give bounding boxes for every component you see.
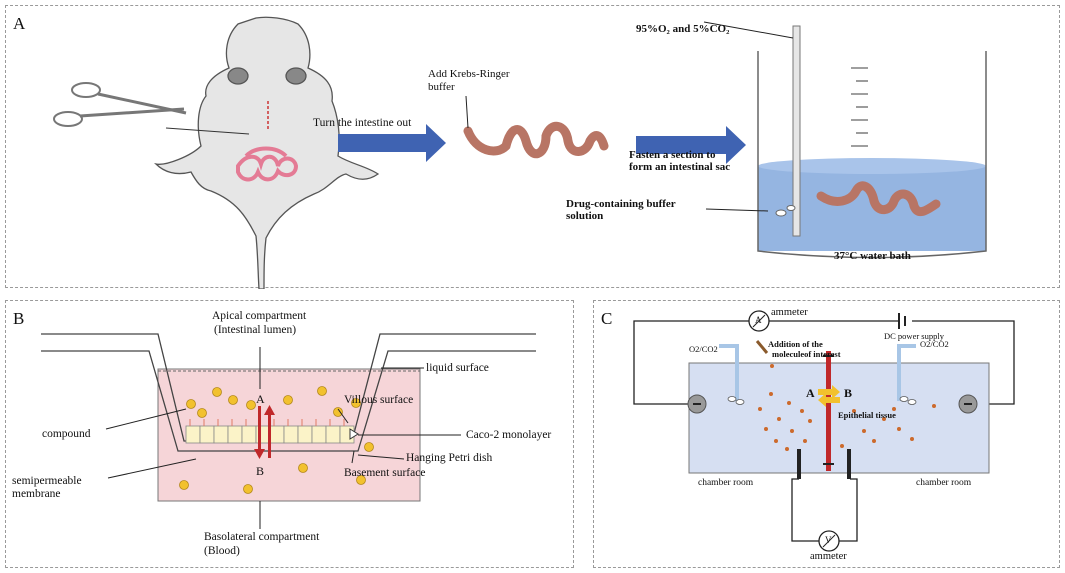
ammeter-bottom-letter: V [825,535,832,545]
add-buffer-label: Add Krebs-Ringer [428,68,510,80]
panel-c: C A ammeter DC power supply O2/CO2 O2/CO… [593,300,1060,568]
add-buffer-label-2: buffer [428,81,455,93]
process-arrow-1 [338,124,446,162]
caco2-label: Caco-2 monolayer [466,429,552,441]
rat-illustration [154,16,380,289]
panel-c-illustration [633,310,1015,552]
panel-b-illustration [41,333,536,529]
villous-label: Villous surface [344,394,414,406]
panel-b: B Apical compartment (Intestinal lumen) … [5,300,574,568]
panel-a: A Turn the intestine out Add Krebs-Ringe… [5,5,1060,289]
chamber-left-label: chamber room [698,478,754,488]
basement-label: Basement surface [344,467,426,479]
drug-buffer-label-2: solution [566,210,604,222]
drug-buffer-label: Drug-containing buffer [566,198,676,210]
intestine-segment-1 [463,122,609,158]
semipermeable-label-2: membrane [12,488,61,500]
caco2-monolayer [185,425,355,444]
dc-supply-label: DC power supply [884,331,944,341]
panel-label: A [13,14,26,33]
side-a-label: A [806,386,815,400]
compartment-b-label: B [256,464,265,478]
turn-intestine-label: Turn the intestine out [313,117,412,129]
basolateral-label: Basolateral compartment [204,531,320,543]
apical-label-2: (Intestinal lumen) [214,324,297,336]
ammeter-bottom-label: ammeter [810,551,847,562]
epithelial-label: Epithelial tissue [838,410,896,420]
hanging-dish-label: Hanging Petri dish [406,452,493,464]
addition-label: Addition of the [768,339,823,349]
panel-a-illustration [53,16,987,289]
particles [758,364,936,451]
compound-label: compound [42,428,91,440]
compound-star-icons [179,386,374,494]
panel-label: C [601,309,613,328]
beaker-icon [757,25,987,259]
compartment-a-label: A [256,392,265,406]
intestine-coil [236,146,299,182]
ammeter-top-letter: A [755,315,762,325]
scissors-icon [53,82,187,127]
fasten-label-2: form an intestinal sac [629,161,731,173]
side-b-label: B [844,386,853,400]
panel-label: B [13,309,25,328]
process-arrow-2 [636,126,746,164]
basolateral-label-2: (Blood) [204,545,240,557]
water-bath-label: 37°C water bath [834,250,911,262]
o2-left-label: O2/CO2 [689,344,718,354]
gas-label: 95%O₂ and 5%CO₂ [636,23,730,35]
apical-label: Apical compartment [212,310,307,322]
fasten-label: Fasten a section to [629,149,716,161]
addition-label-2: moleculeof interest [772,349,841,359]
liquid-surface-label: liquid surface [426,362,489,374]
o2-right-label: O2/CO2 [920,339,949,349]
ammeter-top-label: ammeter [771,307,808,318]
chamber-right-label: chamber room [916,478,972,488]
transport-arrows [254,405,275,459]
semipermeable-label: semipermeable [12,475,82,487]
